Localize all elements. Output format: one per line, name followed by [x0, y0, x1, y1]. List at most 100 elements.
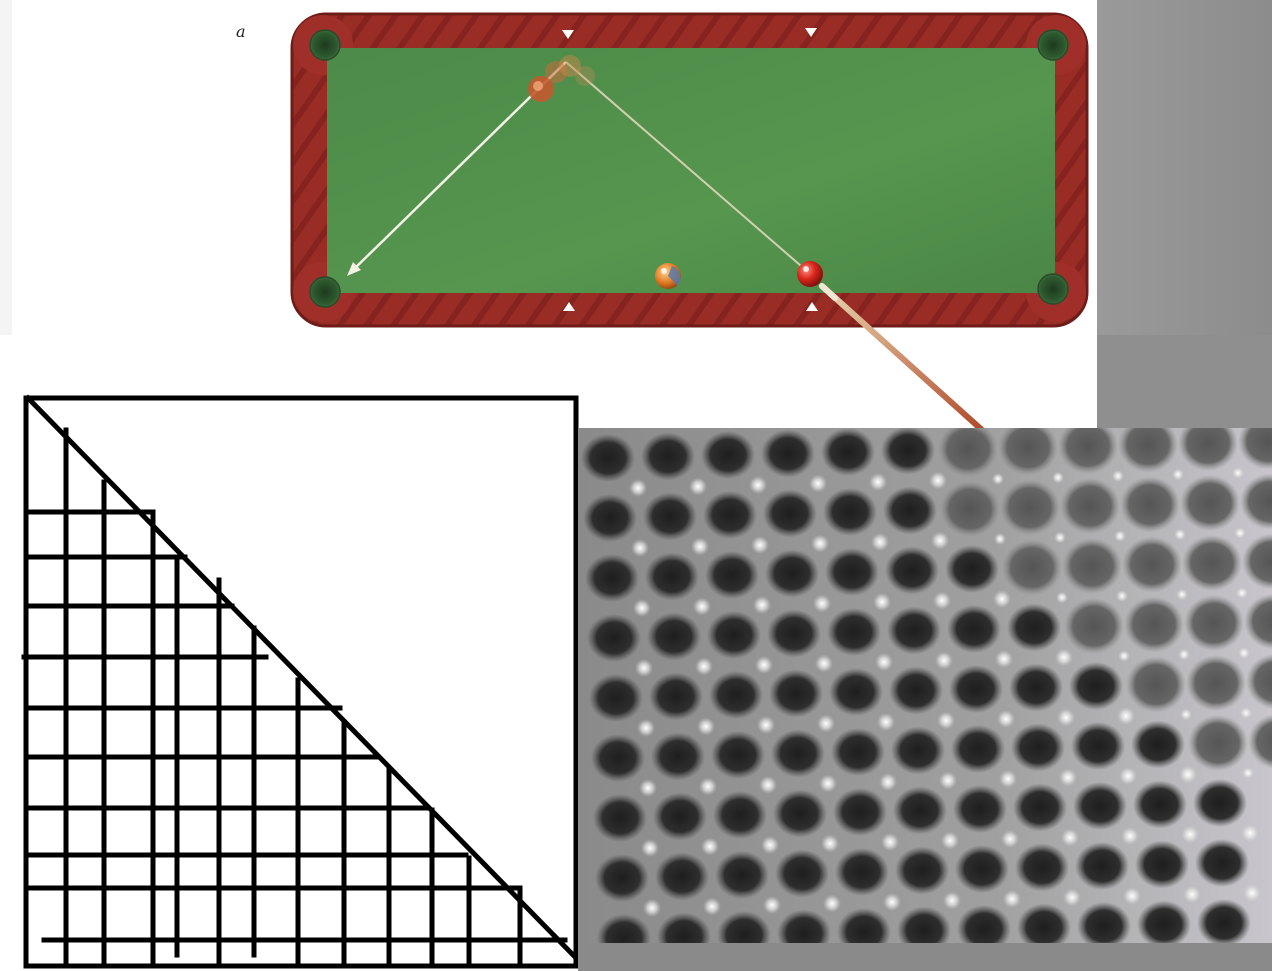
ghost-ball	[545, 61, 567, 83]
lattice-sparkle	[879, 773, 897, 791]
lattice-sparkle	[1238, 647, 1250, 659]
lattice-sparkle	[701, 837, 719, 856]
cue-tip	[819, 283, 838, 301]
lattice-cell	[1178, 428, 1238, 471]
lattice-cell	[703, 491, 757, 539]
lattice-cell	[773, 789, 827, 838]
lattice-cell	[887, 606, 941, 655]
lattice-cell	[1182, 535, 1242, 591]
lattice-cell	[643, 492, 697, 541]
lattice-cell	[707, 611, 761, 659]
lattice-cell	[591, 734, 645, 782]
lattice-cell	[1186, 655, 1246, 711]
background-right-gray-lower	[1097, 335, 1272, 430]
lattice-cell	[1244, 593, 1272, 650]
lattice-sparkle	[643, 899, 661, 917]
lattice-cell	[829, 668, 883, 716]
lattice-sparkle	[633, 599, 651, 617]
ghost-ball	[559, 55, 581, 77]
lattice-cell	[761, 429, 815, 478]
lattice-sparkle	[1232, 467, 1244, 479]
lattice-photograph	[578, 428, 1272, 943]
lattice-cell	[1124, 596, 1184, 653]
lattice-sparkle	[1112, 470, 1124, 482]
lattice-sparkle	[635, 659, 653, 677]
lattice-sparkle	[763, 896, 781, 914]
lattice-sparkle	[689, 477, 707, 496]
lattice-cell	[657, 912, 711, 943]
lattice-cell	[1062, 538, 1122, 594]
lattice-sparkle	[871, 533, 889, 551]
lattice-sparkle	[1179, 765, 1197, 784]
lattice-sparkle	[1176, 588, 1188, 601]
lattice-sparkle	[1116, 590, 1128, 602]
lattice-sparkle	[939, 771, 957, 790]
lattice-cell	[953, 785, 1007, 833]
ball-highlight	[803, 266, 809, 272]
lattice-cell	[947, 605, 1001, 653]
lattice-cell	[891, 726, 945, 775]
lattice-cell	[1242, 533, 1272, 590]
lattice-sparkle	[629, 479, 647, 497]
lattice-sparkle	[881, 833, 899, 851]
lattice-sparkle	[877, 713, 895, 731]
lattice-sparkle	[821, 834, 839, 853]
lattice-cell	[581, 434, 635, 482]
lattice-sparkle	[1063, 888, 1081, 907]
lattice-cell	[1000, 479, 1060, 536]
ball-highlight	[661, 268, 667, 274]
lattice-sparkle	[1003, 890, 1021, 908]
lattice-sparkle	[817, 714, 835, 733]
lattice-sparkle	[1234, 527, 1246, 539]
lattice-sparkle	[631, 539, 649, 557]
lattice-cell	[957, 905, 1011, 943]
background-left-strip	[0, 0, 12, 335]
lattice-cell	[998, 428, 1058, 476]
lattice-cell	[1013, 783, 1067, 832]
lattice-cell	[1197, 899, 1251, 943]
lattice-sparkle	[997, 710, 1015, 728]
lattice-sparkle	[1241, 824, 1259, 842]
diagram-border	[23, 395, 579, 969]
lattice-sparkle	[1181, 825, 1199, 844]
lattice-cell	[1015, 843, 1069, 892]
diagonal-line	[24, 394, 582, 964]
lattice-sparkle	[759, 776, 777, 794]
lattice-sparkle	[1183, 885, 1201, 904]
lattice-cell	[645, 552, 699, 601]
lattice-cell	[949, 665, 1003, 713]
lattice-sparkle	[637, 719, 655, 737]
lattice-cell	[1071, 722, 1125, 770]
lattice-cell	[938, 428, 998, 477]
lattice-cell	[1011, 723, 1065, 772]
lattice-sparkle	[755, 656, 773, 674]
lattice-sparkle	[1056, 591, 1068, 604]
lattice-cell	[655, 852, 709, 901]
lattice-sparkle	[869, 473, 887, 491]
lattice-sparkle	[999, 770, 1017, 788]
lattice-cell	[1248, 714, 1272, 769]
lattice-blobs	[581, 428, 1272, 943]
lattice-cell	[701, 431, 755, 479]
lattice-cell	[837, 908, 891, 943]
lattice-cell	[1060, 478, 1120, 534]
lattice-cell	[1246, 653, 1272, 710]
lattice-cell	[825, 548, 879, 596]
lattice-cell	[765, 549, 819, 598]
lattice-sparkle	[757, 716, 775, 734]
lattice-cell	[711, 731, 765, 779]
lattice-cell	[583, 494, 637, 542]
lattice-cell	[895, 846, 949, 895]
lattice-cell	[951, 725, 1005, 773]
lattice-cell	[827, 608, 881, 656]
lattice-cell	[881, 428, 935, 475]
lattice-cell	[1180, 475, 1240, 531]
lattice-cell	[821, 428, 875, 476]
lattice-cell	[1122, 536, 1182, 593]
lattice-sparkle	[1178, 648, 1190, 661]
lattice-sparkle	[1123, 887, 1141, 905]
lattice-cell	[597, 914, 651, 943]
photo-bottom-band	[578, 943, 1272, 971]
lattice-cell	[647, 612, 701, 661]
lattice-cell	[771, 729, 825, 778]
